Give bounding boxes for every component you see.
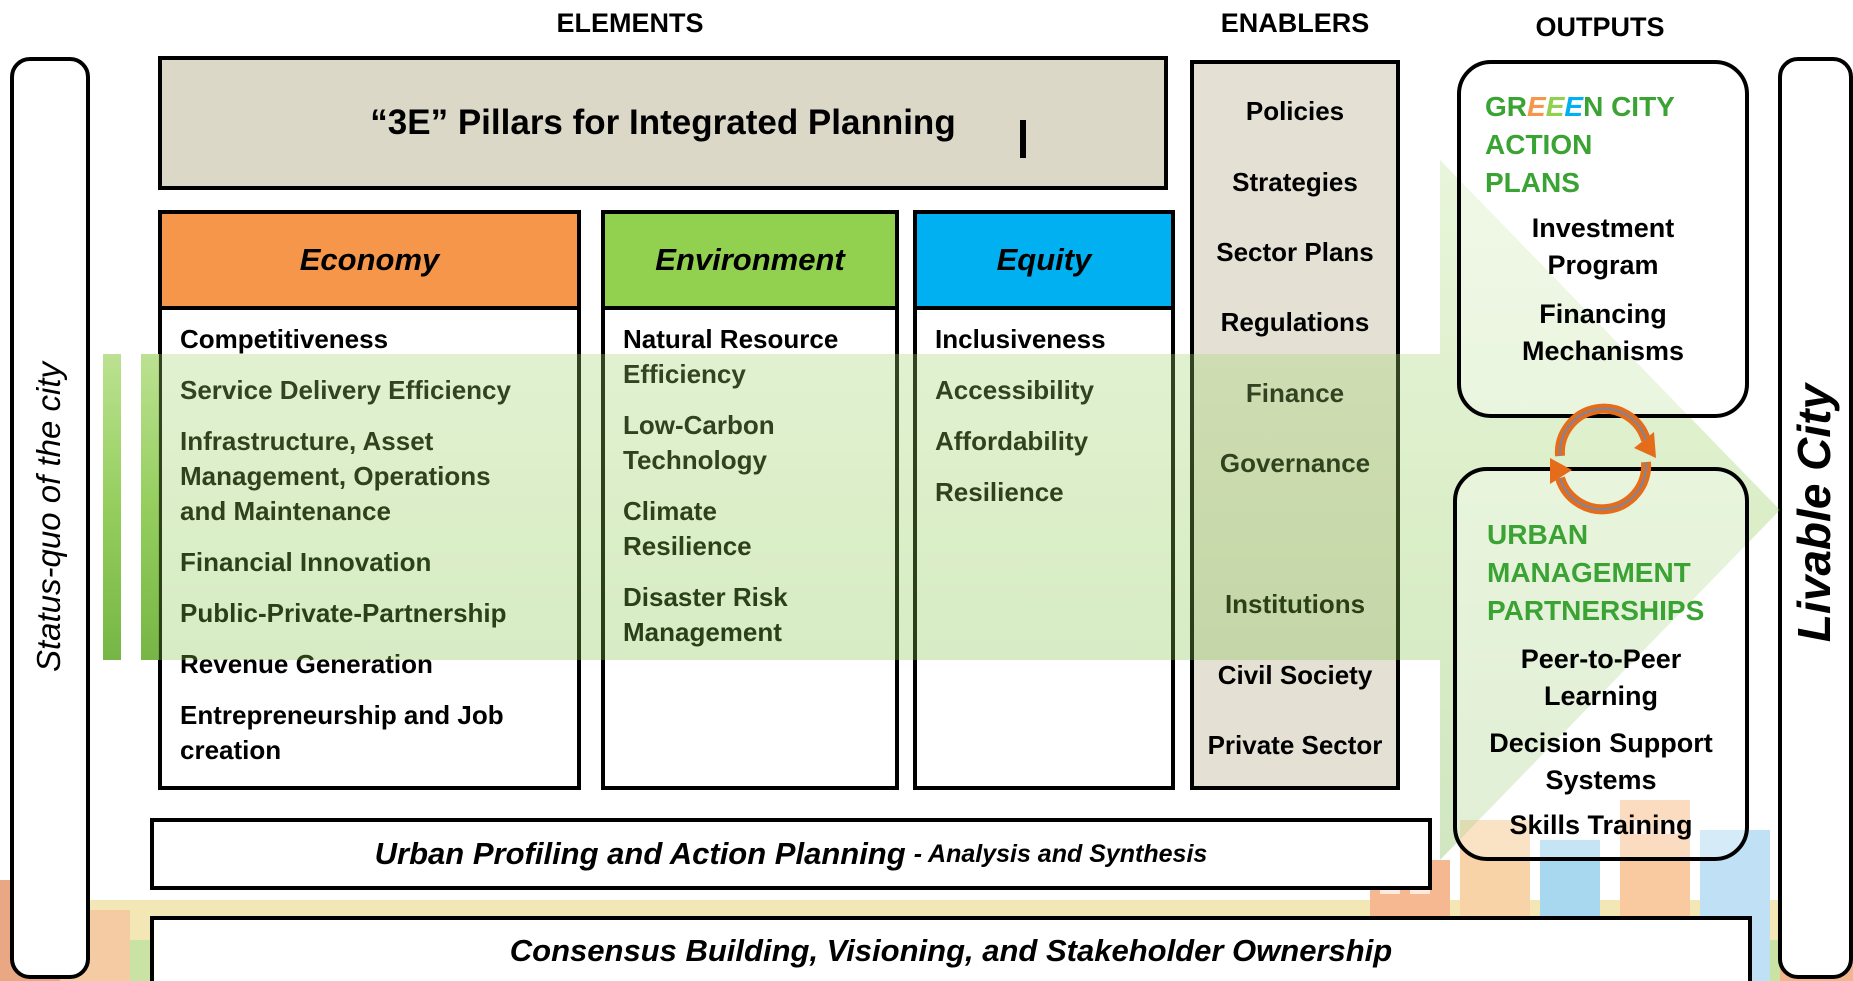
- pillar-environment: Environment Natural Resource Efficiency …: [601, 210, 899, 790]
- urban-management-title-line3: PARTNERSHIPS: [1487, 595, 1705, 626]
- enabler-item: Finance: [1245, 378, 1345, 408]
- list-item: Natural Resource Efficiency: [623, 324, 839, 389]
- green-city-letter-e3: E: [1564, 91, 1584, 122]
- list-item: Revenue Generation: [180, 649, 433, 679]
- pillar-economy: Economy Competitiveness Service Delivery…: [158, 210, 581, 790]
- list-item: Competitiveness: [180, 324, 389, 354]
- list-item: Infrastructure, Asset Management, Operat…: [180, 426, 491, 526]
- enabler-item: Governance: [1219, 448, 1371, 478]
- green-city-output-box: GREEEN CITY ACTION PLANS Investment Prog…: [1457, 60, 1749, 418]
- list-item: Low-Carbon Technology: [623, 410, 775, 475]
- list-item: Service Delivery Efficiency: [180, 375, 511, 405]
- enabler-item: Institutions: [1224, 589, 1366, 619]
- cycle-arrows-icon: [1550, 403, 1656, 515]
- urban-management-title-line1: URBAN: [1487, 519, 1589, 550]
- list-item: Entrepreneurship and Job creation: [180, 700, 504, 765]
- elements-heading: ELEMENTS: [556, 8, 704, 38]
- pillar-economy-title: Economy: [299, 242, 440, 277]
- enabler-item: Private Sector: [1207, 730, 1383, 760]
- list-item: Affordability: [935, 426, 1089, 456]
- pillar-environment-header: Environment: [605, 214, 895, 310]
- enabler-item: Sector Plans: [1216, 237, 1374, 267]
- pillar-environment-title: Environment: [655, 242, 845, 277]
- consensus-building-text: Consensus Building, Visioning, and Stake…: [509, 932, 1393, 968]
- text-cursor-mark: [1020, 120, 1026, 158]
- outputs-heading: OUTPUTS: [1535, 12, 1665, 42]
- enabler-item: Strategies: [1232, 167, 1358, 197]
- urban-management-output-box: URBAN MANAGEMENT PARTNERSHIPS Peer-to-Pe…: [1453, 467, 1749, 861]
- green-city-letter-e2: E: [1545, 91, 1565, 122]
- urban-profiling-subtitle: - Analysis and Synthesis: [913, 839, 1208, 868]
- livable-city-column: [1778, 57, 1853, 979]
- urban-management-title-line2: MANAGEMENT: [1487, 557, 1691, 588]
- green-city-title-line3: PLANS: [1485, 167, 1580, 198]
- pillar-equity: Equity Inclusiveness Accessibility Affor…: [913, 210, 1175, 790]
- enablers-heading: ENABLERS: [1220, 8, 1370, 38]
- urban-profiling-bar: Urban Profiling and Action Planning - An…: [150, 818, 1432, 890]
- green-city-item: Financing Mechanisms: [1521, 299, 1685, 366]
- pillar-equity-header: Equity: [917, 214, 1171, 310]
- pillars-header: “3E” Pillars for Integrated Planning: [158, 56, 1168, 190]
- green-city-item: Investment Program: [1531, 213, 1675, 280]
- pillar-economy-header: Economy: [162, 214, 577, 310]
- list-item: Inclusiveness: [935, 324, 1106, 354]
- list-item: Accessibility: [935, 375, 1094, 405]
- urban-management-item: Peer-to-Peer Learning: [1520, 644, 1682, 711]
- list-item: Financial Innovation: [180, 547, 432, 577]
- green-city-letter-e1: E: [1527, 91, 1546, 122]
- list-item: Resilience: [935, 477, 1064, 507]
- urban-management-title: URBAN MANAGEMENT PARTNERSHIPS: [1487, 516, 1704, 630]
- urban-management-item: Decision Support Systems: [1489, 728, 1713, 795]
- pillars-title: “3E” Pillars for Integrated Planning: [370, 103, 956, 142]
- list-item: Disaster Risk Management: [623, 582, 788, 647]
- urban-profiling-title: Urban Profiling and Action Planning: [374, 836, 906, 871]
- urban-management-item: Skills Training: [1509, 810, 1693, 840]
- green-city-title-suffix: N CITY: [1583, 91, 1675, 122]
- enablers-column: Policies Strategies Sector Plans Regulat…: [1190, 60, 1400, 790]
- livable-city-label: Livable City: [1788, 383, 1840, 643]
- status-quo-column: [10, 57, 90, 979]
- enabler-item: Policies: [1245, 96, 1345, 126]
- green-city-title: GREEEN CITY ACTION PLANS: [1485, 88, 1675, 202]
- status-quo-label: Status-quo of the city: [30, 362, 67, 673]
- list-item: Climate Resilience: [623, 496, 752, 561]
- consensus-building-bar: Consensus Building, Visioning, and Stake…: [150, 916, 1752, 981]
- list-item: Public-Private-Partnership: [180, 598, 507, 628]
- pillar-equity-list: Inclusiveness Accessibility Affordabilit…: [917, 310, 1171, 510]
- green-city-title-line2: ACTION: [1485, 129, 1593, 160]
- pillar-economy-list: Competitiveness Service Delivery Efficie…: [162, 310, 577, 768]
- enabler-item: Regulations: [1220, 307, 1370, 337]
- enabler-item: Civil Society: [1217, 660, 1373, 690]
- pillar-equity-title: Equity: [996, 242, 1092, 277]
- pillar-environment-list: Natural Resource Efficiency Low-Carbon T…: [605, 310, 895, 650]
- green-city-title-prefix: GR: [1485, 91, 1527, 122]
